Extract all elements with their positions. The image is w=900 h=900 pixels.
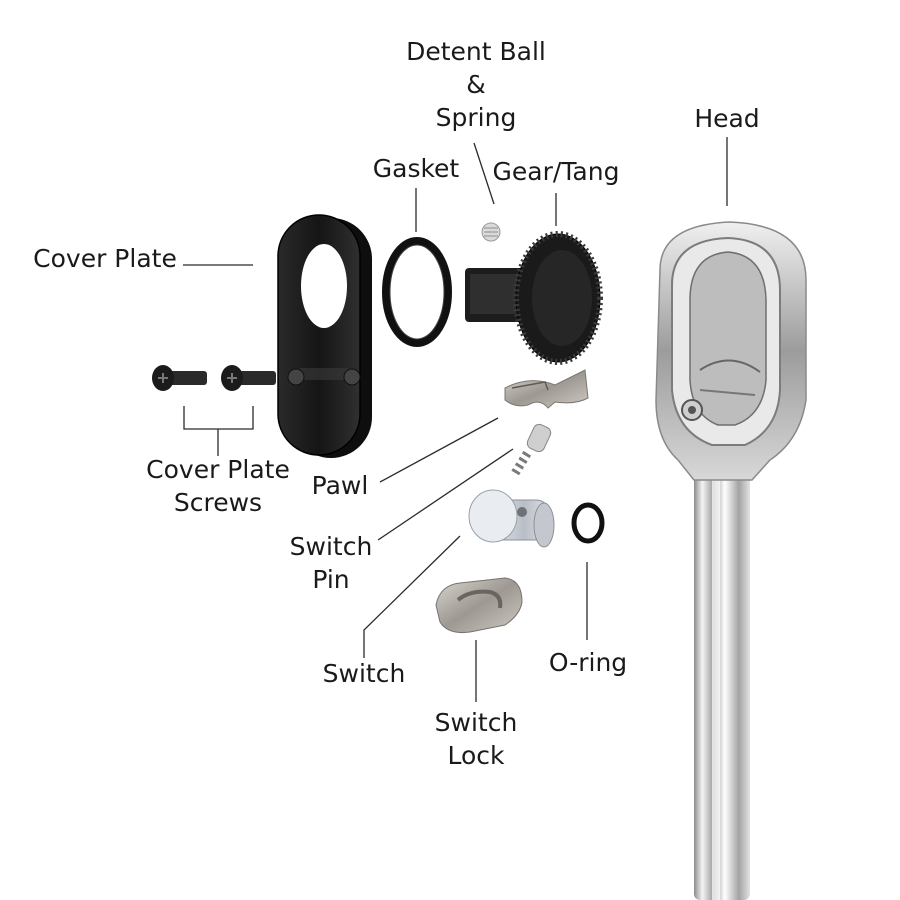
label-switch: Switch: [322, 659, 406, 688]
label-cover-plate: Cover Plate: [33, 244, 177, 273]
label-cover-plate-screws-line1: Cover Plate: [146, 455, 290, 484]
label-o-ring: O-ring: [548, 648, 628, 677]
gear-tang: [465, 231, 603, 365]
leader-detent: [473, 142, 495, 205]
cover-plate-screw-2: [221, 365, 276, 391]
label-head: Head: [694, 104, 760, 133]
ratchet-head: [655, 221, 807, 900]
label-detent-ball-line1: Detent Ball: [406, 37, 546, 66]
label-detent-ball-line3: Spring: [435, 103, 517, 132]
label-cover-plate-screws-line2: Screws: [173, 488, 263, 517]
label-detent-ball: Detent Ball & Spring: [396, 35, 556, 134]
switch-pin: [511, 423, 552, 476]
o-ring: [571, 502, 605, 544]
leader-switch: [363, 535, 461, 658]
leader-switch-pin: [377, 448, 514, 541]
cover-plate-screw-1: [152, 365, 207, 391]
detent-ball-spring: [481, 222, 501, 242]
label-switch-pin: Switch Pin: [276, 530, 386, 596]
label-pawl: Pawl: [311, 471, 369, 500]
pawl: [504, 369, 589, 409]
label-gear-tang: Gear/Tang: [492, 157, 620, 186]
switch: [468, 489, 555, 548]
label-detent-ball-line2: &: [466, 70, 486, 99]
label-switch-pin-line1: Switch: [289, 532, 373, 561]
gasket: [382, 237, 452, 347]
cover-plate: [277, 214, 372, 458]
leader-lines: [183, 137, 728, 702]
switch-lock: [435, 577, 523, 633]
label-cover-plate-screws: Cover Plate Screws: [140, 453, 296, 519]
label-gasket: Gasket: [372, 154, 460, 183]
label-switch-lock: Switch Lock: [424, 706, 528, 772]
label-switch-lock-line1: Switch: [434, 708, 518, 737]
label-switch-lock-line2: Lock: [447, 741, 505, 770]
label-switch-pin-line2: Pin: [312, 565, 350, 594]
leader-pawl: [379, 417, 499, 483]
leader-screws: [183, 406, 254, 456]
